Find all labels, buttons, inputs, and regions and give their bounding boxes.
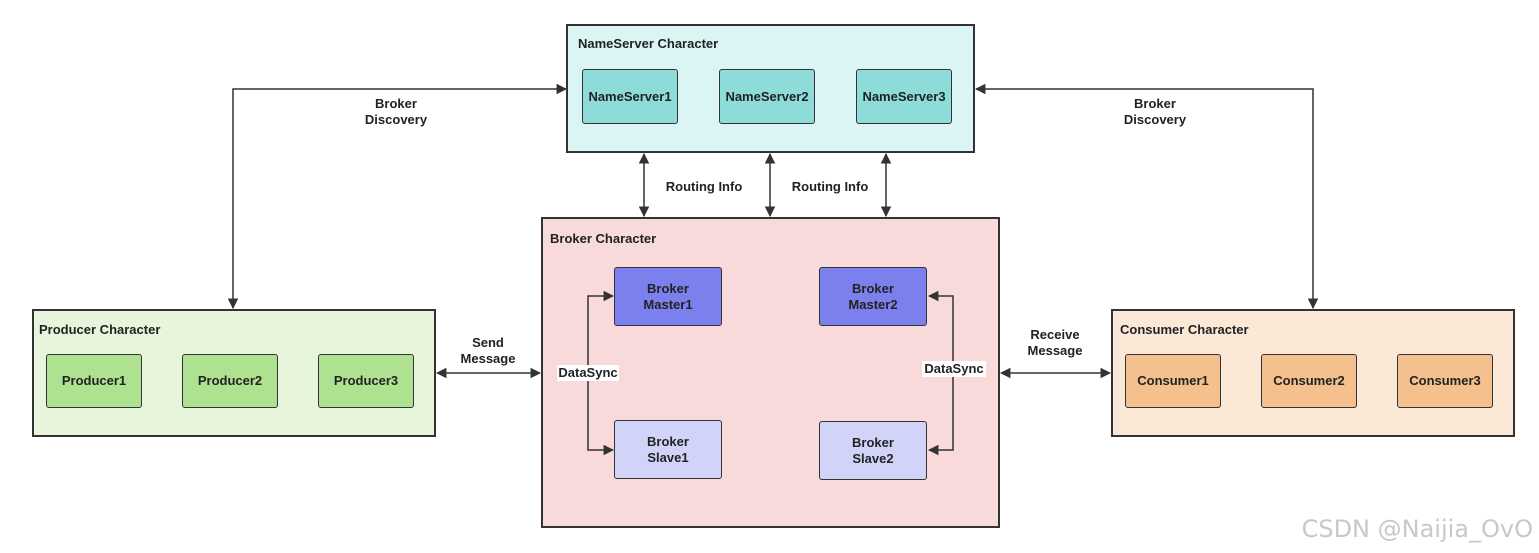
producer-node-2[interactable]: Producer2 [182,354,278,408]
watermark: CSDN @Naijia_OvO [1301,515,1533,543]
producer-group-title: Producer Character [39,322,161,337]
producer-node-3[interactable]: Producer3 [318,354,414,408]
broker-discovery-label-right: Broker Discovery [1123,96,1187,127]
producer-discovery-connector [227,83,568,310]
nameserver-group-title: NameServer Character [578,36,719,51]
routing-info-label-2: Routing Info [791,179,869,194]
broker-discovery-label-left: Broker Discovery [364,96,428,127]
consumer-node-2[interactable]: Consumer2 [1261,354,1357,408]
routing-info-label-1: Routing Info [665,179,743,194]
broker-master-1[interactable]: Broker Master1 [614,267,722,326]
nameserver-node-1[interactable]: NameServer1 [582,69,678,124]
send-message-label: Send Message [460,335,516,366]
datasync-label-right: DataSync [922,361,986,377]
broker-slave-2[interactable]: Broker Slave2 [819,421,927,480]
broker-master-2[interactable]: Broker Master2 [819,267,927,326]
broker-group-title: Broker Character [550,231,657,246]
consumer-node-3[interactable]: Consumer3 [1397,354,1493,408]
consumer-group-title: Consumer Character [1120,322,1249,337]
nameserver-node-2[interactable]: NameServer2 [719,69,815,124]
datasync-label-left: DataSync [557,365,619,381]
broker-slave-1[interactable]: Broker Slave1 [614,420,722,479]
consumer-discovery-connector [974,83,1319,310]
nameserver-node-3[interactable]: NameServer3 [856,69,952,124]
producer-node-1[interactable]: Producer1 [46,354,142,408]
consumer-node-1[interactable]: Consumer1 [1125,354,1221,408]
receive-message-label: Receive Message [1027,327,1083,358]
